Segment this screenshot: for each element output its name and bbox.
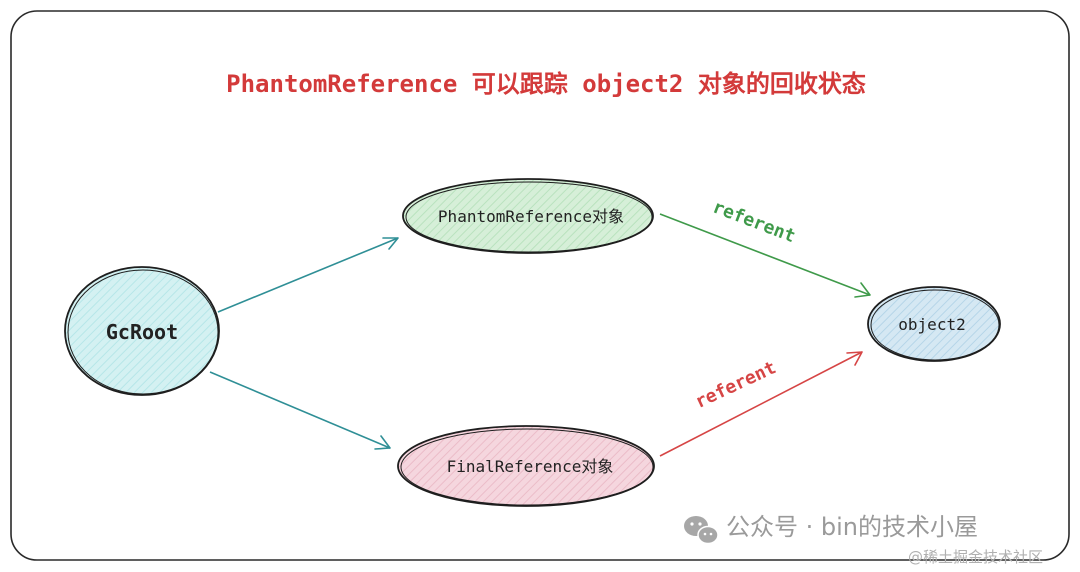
node-gcroot: GcRoot [64,266,220,396]
node-object2-label: object2 [898,315,965,334]
edge-gcroot-to-final [209,371,391,450]
node-final-label: FinalReference对象 [447,457,614,476]
edge-final-to-object2 [659,351,863,457]
edge-gcroot-to-phantom [217,237,399,313]
outer-frame [10,10,1070,561]
watermark-account: 公众号 · bin的技术小屋 [726,513,978,541]
diagram-title: PhantomReference 可以跟踪 object2 对象的回收状态 [226,70,866,98]
node-phantom-reference: PhantomReference对象 [402,178,654,254]
node-phantom-label: PhantomReference对象 [438,207,624,226]
node-gcroot-label: GcRoot [106,320,178,344]
node-final-reference: FinalReference对象 [397,425,655,507]
node-object2: object2 [867,286,1001,362]
edge-phantom-to-object2 [659,213,871,298]
wechat-icon [684,516,719,545]
watermark-community: @稀土掘金技术社区 [908,548,1044,566]
